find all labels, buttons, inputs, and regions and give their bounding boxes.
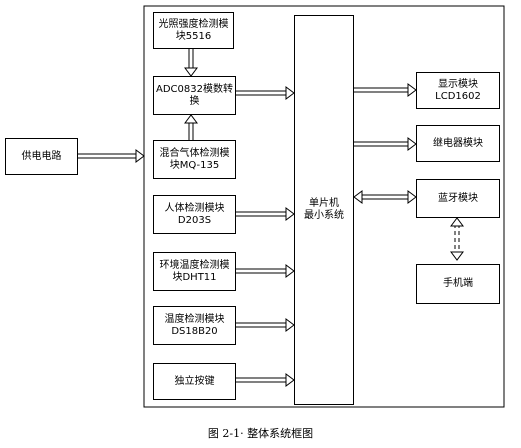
power-circuit-box: 供电电路 [5,138,78,175]
arrow-bluetooth-phone-heads [450,217,464,261]
figure-caption: 图 2-1· 整体系统框图 [207,427,314,440]
arrow-dht-to-mcu [236,264,295,278]
arrow-light-to-adc [184,49,198,77]
bluetooth-label: 蓝牙模块 [438,192,478,204]
dht-sensor-label: 环境温度检测模 块DHT11 [159,259,230,283]
button-box: 独立按键 [153,363,236,400]
arrow-pir-to-mcu [236,207,295,221]
arrow-mcu-bluetooth-bidirectional [353,190,417,204]
arrow-button-to-mcu [236,373,295,387]
pir-sensor-label: 人体检测模块 D203S [164,202,225,226]
phone-label: 手机端 [443,278,473,289]
mcu-label: 单片机 最小系统 [304,198,344,221]
dht-sensor-box: 环境温度检测模 块DHT11 [153,252,236,291]
light-sensor-box: 光照强度检测模 块5516 [153,12,234,49]
bluetooth-box: 蓝牙模块 [416,179,500,218]
relay-box: 继电器模块 [416,125,500,162]
mcu-box: 单片机 最小系统 [294,15,354,405]
phone-box: 手机端 [416,264,500,304]
arrow-mcu-to-lcd [354,83,417,97]
gas-sensor-label: 混合气体检测模 块MQ-135 [159,147,230,171]
system-frame [143,5,505,408]
arrow-adc-to-mcu [236,86,295,100]
light-sensor-label: 光照强度检测模 块5516 [158,18,229,42]
lcd-box: 显示模块LCD1602 [416,72,500,109]
adc-label: ADC0832模数转 换 [156,83,233,107]
arrow-gas-to-adc [184,114,198,140]
arrow-bluetooth-phone-wireless [454,224,460,254]
power-circuit-label: 供电电路 [21,150,62,162]
arrow-power-to-system [78,149,145,163]
lcd-label: 显示模块LCD1602 [435,78,481,102]
adc-box: ADC0832模数转 换 [153,76,236,115]
arrow-mcu-to-relay [354,137,417,151]
button-label: 独立按键 [174,375,215,387]
arrow-ds18b20-to-mcu [236,318,295,332]
relay-label: 继电器模块 [433,137,483,149]
pir-sensor-box: 人体检测模块 D203S [153,195,236,234]
ds18b20-sensor-label: 温度检测模块 DS18B20 [164,313,225,337]
gas-sensor-box: 混合气体检测模 块MQ-135 [153,140,236,179]
ds18b20-sensor-box: 温度检测模块 DS18B20 [153,306,236,345]
